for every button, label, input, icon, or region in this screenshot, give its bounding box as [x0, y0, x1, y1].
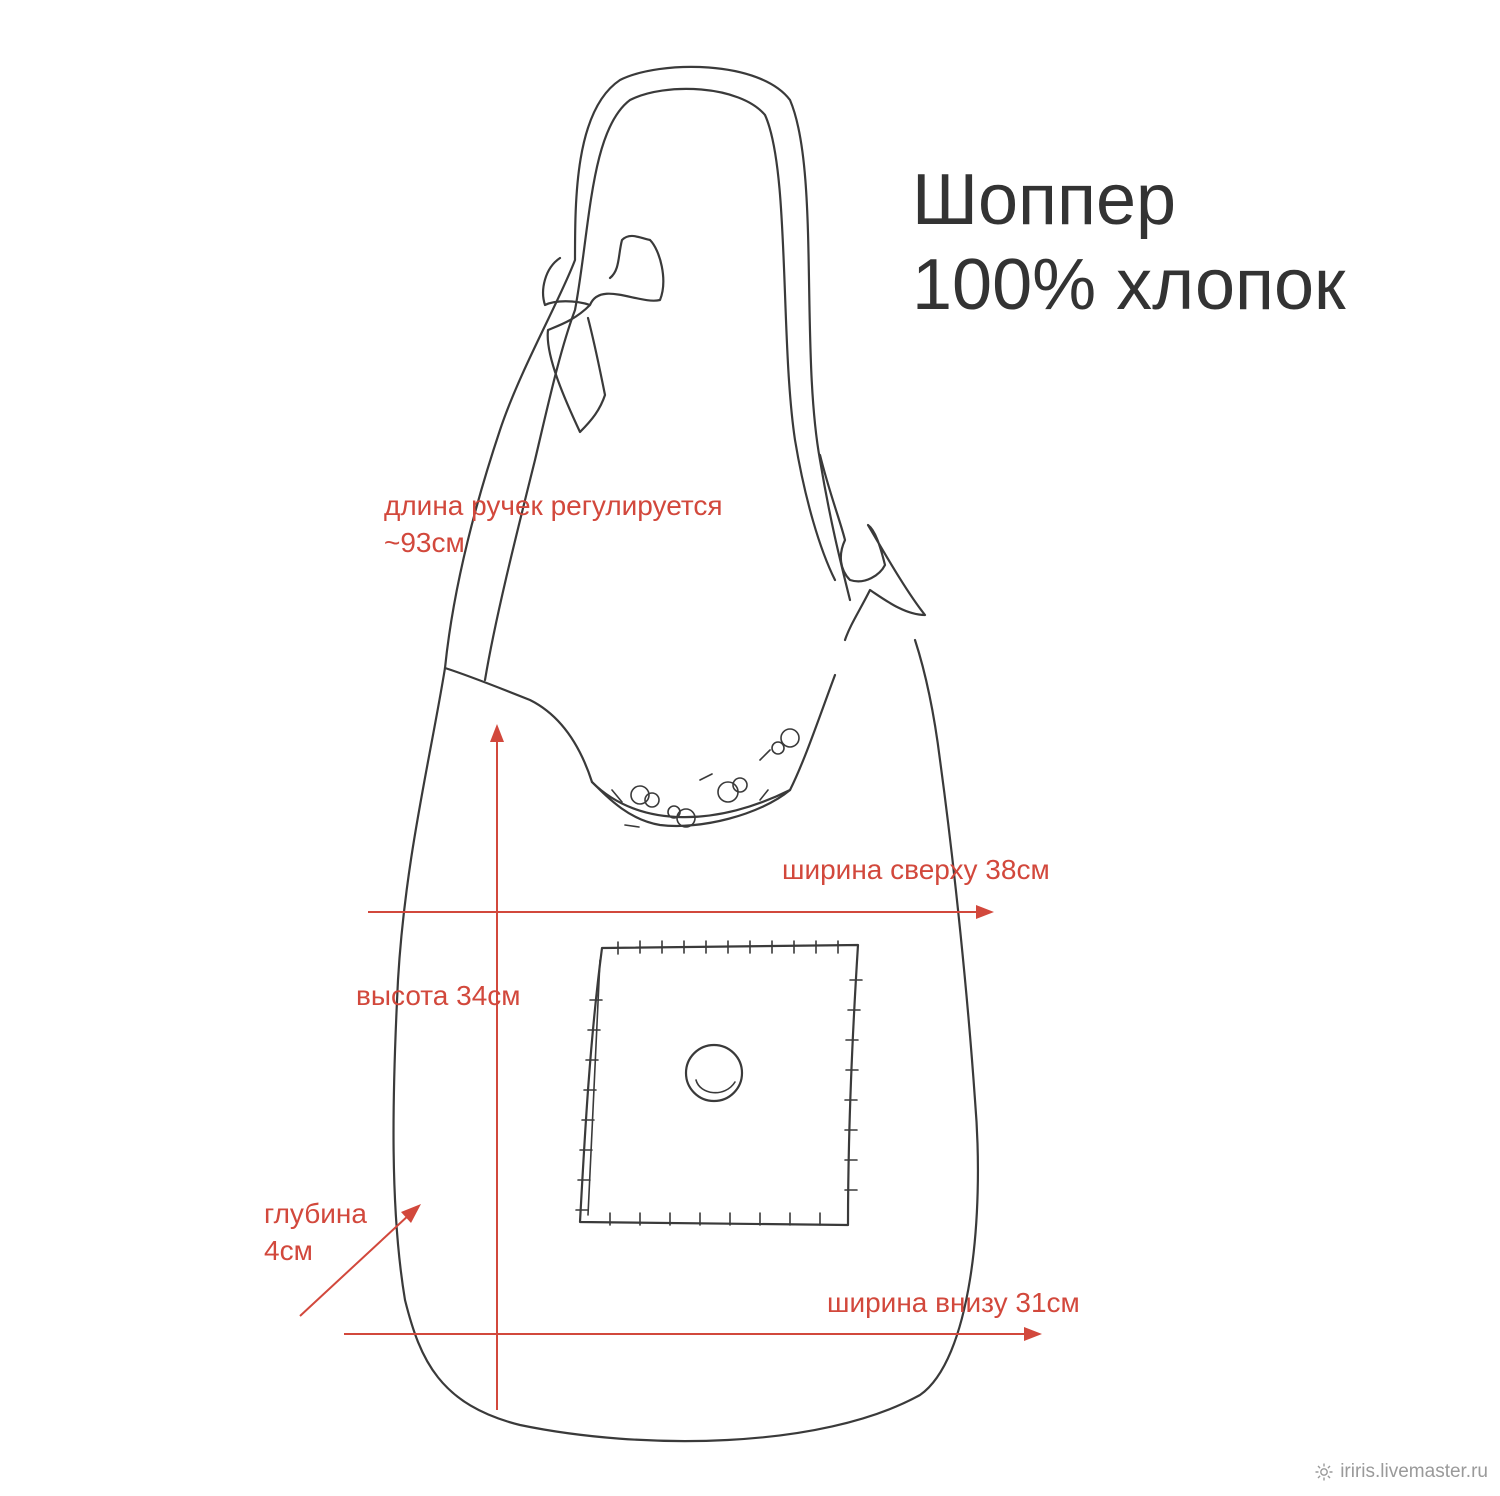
bag-opening-edge — [443, 666, 837, 819]
depth-arrow-line — [299, 1213, 411, 1317]
bag-body-outline — [392, 638, 979, 1443]
depth-label: глубина — [264, 1198, 367, 1229]
title-line-2: 100% хлопок — [912, 245, 1346, 325]
handle-inner — [483, 87, 837, 682]
handle-outer — [443, 65, 852, 670]
depth-arrow-head — [401, 1204, 421, 1223]
pocket-patch — [578, 943, 860, 1227]
height-label: высота 34см — [356, 980, 521, 1011]
handle-length-label: длина ручек регулируется — [384, 490, 723, 521]
pocket-stitches — [575, 940, 863, 1226]
pocket-button — [684, 1043, 744, 1103]
gear-flower-icon — [1315, 1463, 1333, 1481]
width-bottom-arrow-head — [1024, 1327, 1042, 1341]
width-bottom-label: ширина внизу 31см — [827, 1287, 1080, 1318]
floral-band — [590, 780, 792, 827]
bow-right — [818, 453, 927, 642]
width-top-arrow-head — [976, 905, 994, 919]
width-top-label: ширина сверху 38см — [782, 854, 1050, 885]
depth-value: 4см — [264, 1235, 313, 1266]
title-line-1: Шоппер — [912, 160, 1177, 240]
floral-pattern — [611, 728, 800, 828]
watermark-text: iriris.livemaster.ru — [1340, 1461, 1488, 1482]
bow-left — [542, 234, 665, 434]
pocket-stitch-left — [587, 959, 601, 1216]
handle-length-value: ~93см — [384, 527, 465, 558]
height-arrow-head — [490, 724, 504, 742]
watermark: iriris.livemaster.ru — [1314, 1461, 1488, 1483]
